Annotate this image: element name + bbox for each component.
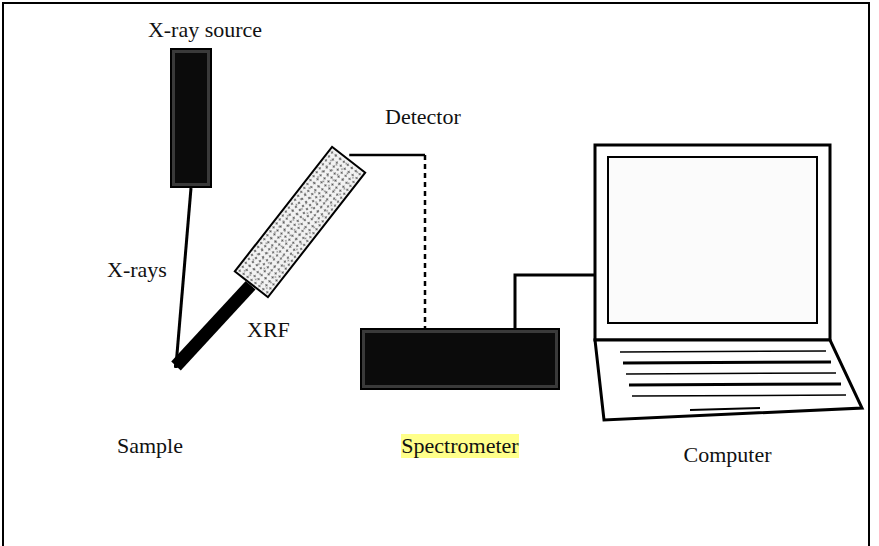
node-label: X-ray source: [148, 18, 262, 42]
keyboard-row: [632, 395, 846, 396]
edge-label: XRF: [245, 318, 292, 342]
connector-line: [176, 285, 251, 366]
connector-line: [176, 188, 191, 366]
keyboard-row: [623, 362, 831, 363]
detector-box: Detector: [235, 100, 485, 300]
source-box: X-ray source: [150, 18, 260, 193]
point-shape: [174, 364, 178, 368]
connector: [176, 285, 251, 366]
black-box-shape: [170, 48, 212, 188]
edge-label: X-rays: [105, 258, 169, 282]
screen-frame: [595, 145, 830, 340]
node-label: Detector: [385, 105, 461, 129]
node-label: Computer: [684, 443, 772, 467]
spectrometer-box: Spectrometer: [340, 328, 580, 468]
computer-laptop: Computer: [590, 140, 865, 475]
screen: [608, 157, 817, 323]
connector: [176, 188, 191, 366]
keyboard-row: [629, 384, 841, 385]
connector: [349, 155, 425, 328]
node-label: Sample: [117, 434, 183, 458]
connector-line: [424, 155, 427, 328]
node-label: Spectrometer: [401, 434, 518, 458]
connector-line: [515, 275, 595, 328]
laptop-base: [595, 340, 862, 420]
keyboard-row: [620, 351, 826, 352]
laptop-shape: [590, 140, 865, 425]
keyboard-rows: [620, 351, 846, 396]
connector: [515, 275, 595, 328]
touchpad-edge: [690, 408, 760, 410]
connector-line: [349, 154, 425, 157]
laptop-drawing: [590, 140, 865, 425]
sample-point: Sample: [95, 360, 205, 470]
keyboard-row: [626, 373, 836, 374]
detector-shape: [233, 145, 366, 298]
black-box-shape: [360, 328, 560, 390]
frame-border: [3, 3, 869, 546]
